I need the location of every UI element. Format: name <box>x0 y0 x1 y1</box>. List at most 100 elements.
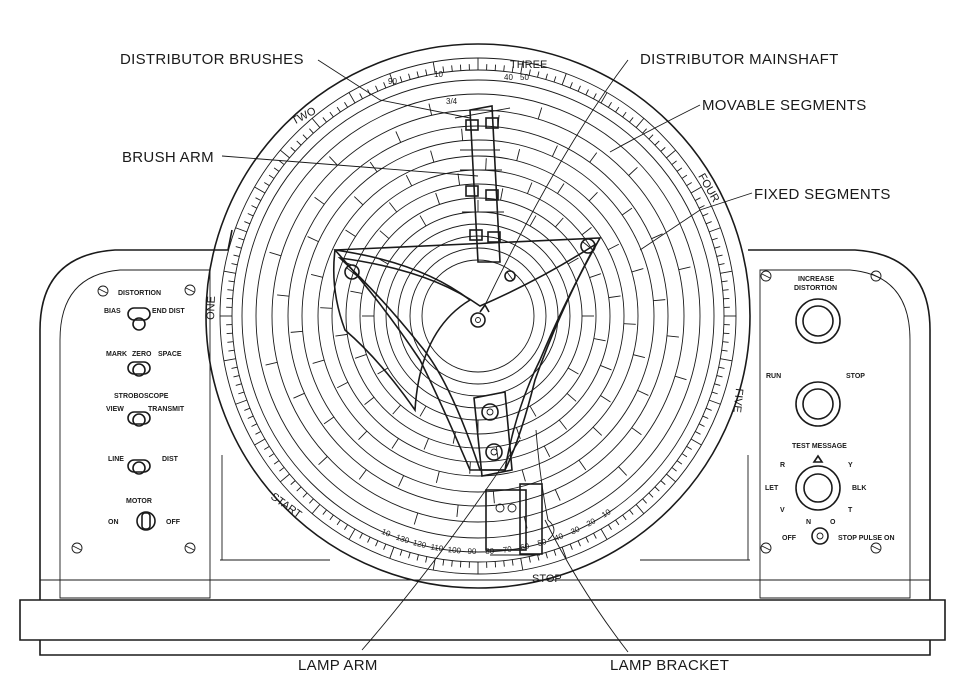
bottom-scale-label: 90 <box>467 547 477 556</box>
label-let: LET <box>765 485 779 492</box>
scale-tick <box>569 543 573 550</box>
scale-tick <box>442 66 445 73</box>
segment-gap <box>318 456 328 466</box>
segment-gap <box>354 353 367 359</box>
label-line: LINE <box>108 456 124 463</box>
scale-tick <box>264 445 270 450</box>
segment-gap <box>335 333 348 337</box>
scale-tick <box>273 167 280 172</box>
label-off: OFF <box>166 519 181 526</box>
scale-tick <box>416 71 419 78</box>
scale-tick <box>716 254 723 257</box>
segment-gap <box>323 416 335 425</box>
scale-tick <box>503 560 505 567</box>
scale-tick <box>686 445 692 450</box>
scale-tick <box>227 289 234 291</box>
segment-gap <box>413 512 419 525</box>
test-message-knob[interactable] <box>795 454 841 511</box>
increase-distortion-knob[interactable] <box>795 298 841 344</box>
segment-gap <box>592 426 603 436</box>
scale-tick <box>244 221 251 225</box>
stroboscope-switch[interactable] <box>127 411 151 427</box>
label-stroboscope: STROBOSCOPE <box>114 393 169 400</box>
segment-gap <box>337 381 349 389</box>
scale-tick <box>255 197 262 201</box>
scale-tick <box>537 554 540 561</box>
scale-tick <box>375 85 379 92</box>
top-scale-2: 10 <box>434 70 443 79</box>
callout-leaders <box>221 59 753 653</box>
segment-gap <box>328 156 338 166</box>
scale-tick <box>654 140 660 146</box>
segment-gap <box>456 504 459 517</box>
bottom-scale-label: 80 <box>485 546 495 555</box>
segment-gap <box>379 230 390 239</box>
scale-tick <box>714 383 721 386</box>
segment-gap <box>277 294 290 297</box>
scale-tick <box>666 149 676 159</box>
run-stop-knob[interactable] <box>795 381 841 427</box>
label-on: ON <box>108 519 119 526</box>
scale-tick <box>622 514 627 521</box>
label-test-message: TEST MESSAGE <box>792 443 847 450</box>
scale-tick <box>720 270 733 274</box>
scale-tick <box>367 89 371 96</box>
distortion-switch[interactable] <box>127 307 151 331</box>
mark-space-switch[interactable] <box>127 361 151 377</box>
scale-tick <box>302 492 308 498</box>
segment-gap <box>653 299 666 302</box>
scale-tick <box>311 118 321 128</box>
scale-tick <box>254 438 266 446</box>
scale-tick <box>648 492 654 498</box>
scale-tick <box>709 399 721 405</box>
line-dist-switch[interactable] <box>127 459 151 475</box>
label-bias: BIAS <box>104 308 121 315</box>
scale-tick <box>389 547 395 559</box>
bottom-scale-label: 20 <box>585 516 598 528</box>
callout-lamp-arm: LAMP ARM <box>298 657 378 674</box>
label-zero: ZERO <box>132 351 152 358</box>
scale-tick <box>348 92 356 104</box>
scale-tick <box>642 498 647 504</box>
scale-tick <box>681 453 688 458</box>
label-o: O <box>830 519 836 526</box>
scale-tick <box>607 524 612 530</box>
segment-gap <box>405 175 413 187</box>
segment-gap <box>391 438 399 449</box>
scale-tick <box>671 160 677 165</box>
segment-gap <box>589 273 602 279</box>
cabinet-screws <box>71 270 882 554</box>
segment-gap <box>593 338 606 342</box>
segment-gap <box>631 427 642 436</box>
stop-pulse-switch[interactable] <box>811 527 829 545</box>
scale-tick <box>235 383 242 386</box>
scale-tick <box>511 559 514 566</box>
scale-tick <box>244 407 251 411</box>
scale-tick <box>247 415 254 419</box>
scale-tick <box>238 391 245 395</box>
segment-gap <box>435 192 441 205</box>
dial-label-two: TWO <box>290 105 319 128</box>
scale-tick <box>302 134 308 140</box>
scale-tick <box>654 486 660 492</box>
scale-tick <box>238 237 245 241</box>
scale-tick <box>718 263 725 266</box>
label-transmit: TRANSMIT <box>148 406 185 413</box>
scale-tick <box>228 349 235 352</box>
scale-tick <box>359 532 363 539</box>
motor-switch[interactable] <box>136 511 156 531</box>
scale-tick <box>309 128 314 134</box>
dial-scale-ticks <box>220 58 736 574</box>
scale-tick <box>722 289 729 291</box>
scale-tick <box>344 102 349 108</box>
scale-tick <box>676 460 683 465</box>
segment-gap <box>290 330 303 333</box>
bottom-scale-label: 130 <box>395 533 411 546</box>
segment-gap <box>492 491 495 504</box>
segment-gap <box>631 268 644 273</box>
scale-tick <box>690 438 702 446</box>
scale-tick <box>686 182 692 187</box>
dial-label-one: ONE <box>205 296 218 320</box>
bottom-scale-label: 10 <box>600 507 613 520</box>
dial-fraction: 3/4 <box>446 97 458 106</box>
